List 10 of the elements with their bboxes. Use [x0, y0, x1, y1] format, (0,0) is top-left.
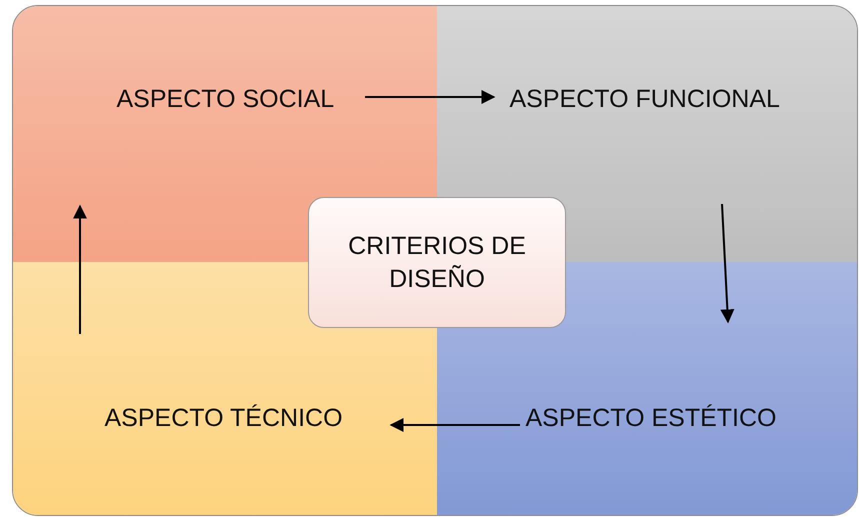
arrow — [720, 204, 734, 324]
center-box — [308, 197, 566, 328]
node-label: ASPECTO TÉCNICO — [104, 404, 343, 432]
node-label: ASPECTO FUNCIONAL — [510, 84, 780, 114]
arrow — [390, 418, 520, 432]
node-label: ASPECTO ESTÉTICO — [526, 404, 776, 432]
arrow — [365, 90, 496, 104]
arrow — [73, 204, 87, 334]
node-label: ASPECTO SOCIAL — [116, 84, 334, 114]
node-label: CRITERIOS DE DISEÑO — [347, 231, 527, 294]
